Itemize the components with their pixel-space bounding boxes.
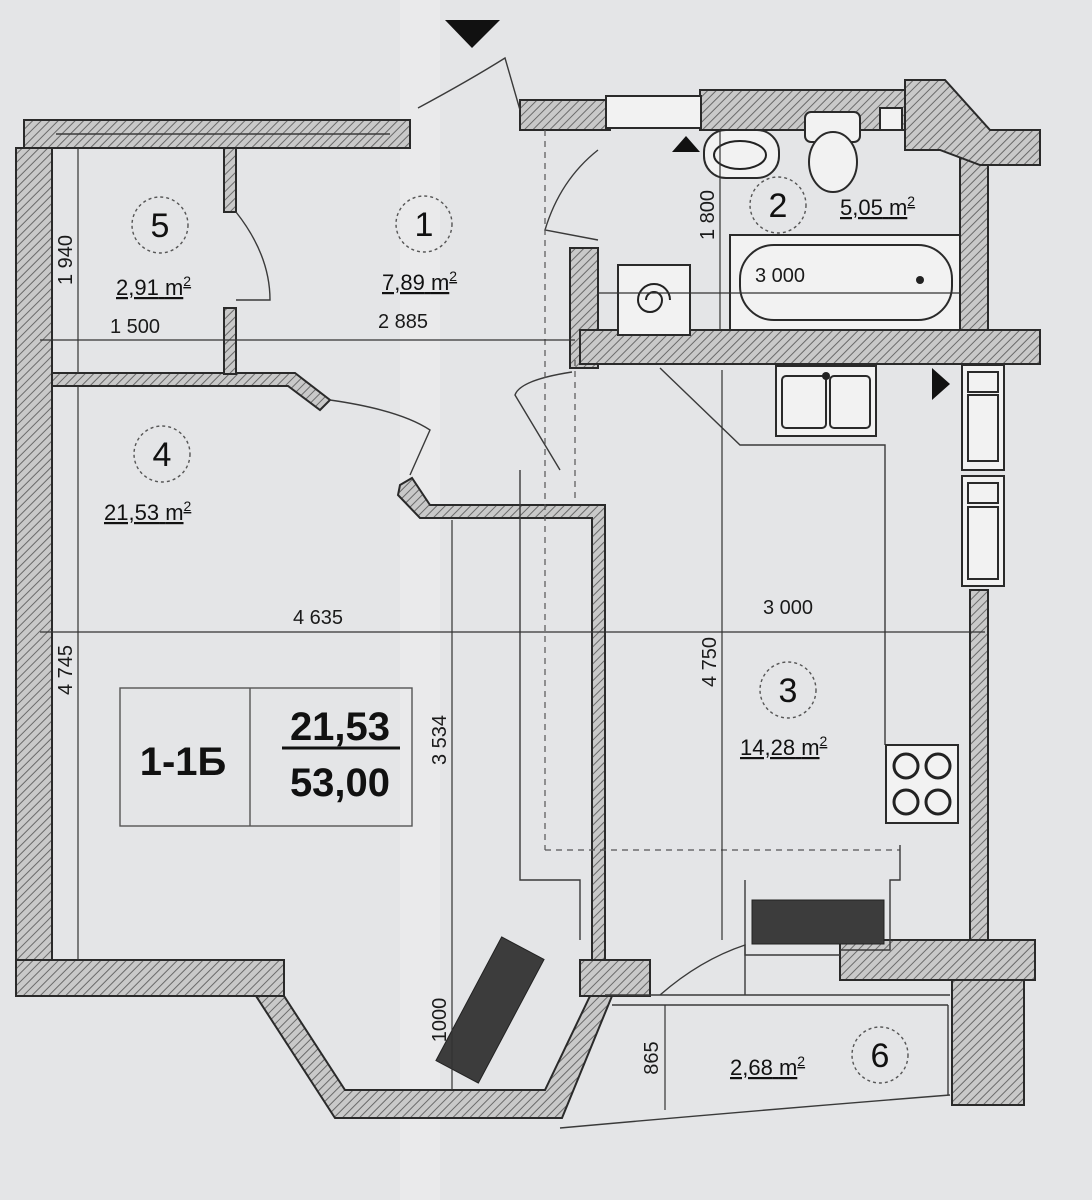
door-swings — [235, 149, 746, 996]
dim-1500: 1 500 — [110, 316, 160, 338]
radiator-icon — [751, 899, 885, 945]
room-area-3: 14,28 m2 — [740, 733, 828, 760]
living-area: 21,53 — [290, 705, 390, 749]
stove-icon — [885, 744, 959, 824]
dim-3000-bath: 3 000 — [755, 265, 805, 287]
room-number-5: 5 — [151, 207, 170, 245]
unit-summary-box: 1-1Б 21,53 53,00 — [119, 687, 413, 827]
room-area-4: 21,53 m2 — [104, 498, 192, 525]
room-labels: 5 2,91 m2 1 7,89 m2 2 5,05 m2 4 21,53 m2… — [104, 176, 915, 1084]
dim-865: 865 — [641, 1041, 663, 1074]
dim-1000: 1000 — [429, 998, 451, 1043]
room-number-6: 6 — [871, 1037, 890, 1075]
thin-outlines — [519, 367, 951, 1129]
radiator-icon — [435, 936, 545, 1084]
room-number-2: 2 — [769, 187, 788, 225]
total-area: 53,00 — [290, 761, 390, 805]
unit-code: 1-1Б — [140, 740, 227, 784]
dim-3534: 3 534 — [429, 715, 451, 765]
toilet-icon — [804, 111, 861, 193]
room-area-1: 7,89 m2 — [382, 268, 457, 295]
room-number-4: 4 — [153, 436, 172, 474]
dim-1800: 1 800 — [697, 190, 719, 240]
dim-4635: 4 635 — [293, 607, 343, 629]
dim-3000-kitchen: 3 000 — [763, 597, 813, 619]
dimension-labels: 1 940 1 500 2 885 1 800 3 000 4 635 3 00… — [55, 190, 813, 1075]
dim-4745: 4 745 — [55, 645, 77, 695]
dimension-lines — [40, 130, 985, 1110]
sink-icon — [703, 129, 780, 179]
paper-fold — [400, 0, 440, 1200]
fixtures — [435, 95, 1005, 1084]
dim-1940: 1 940 — [55, 235, 77, 285]
room-number-3: 3 — [779, 672, 798, 710]
kitchen-sink-icon — [775, 365, 877, 437]
washing-machine-icon — [617, 264, 691, 336]
room-area-6: 2,68 m2 — [730, 1053, 805, 1080]
dim-4750: 4 750 — [699, 637, 721, 687]
room-area-2: 5,05 m2 — [840, 193, 915, 220]
walls — [15, 79, 1041, 1119]
room-area-5: 2,91 m2 — [116, 273, 191, 300]
bathtub-icon — [729, 234, 961, 331]
dim-2885: 2 885 — [378, 311, 428, 333]
room-number-1: 1 — [415, 206, 434, 244]
entrance-arrow-icon — [445, 20, 500, 48]
